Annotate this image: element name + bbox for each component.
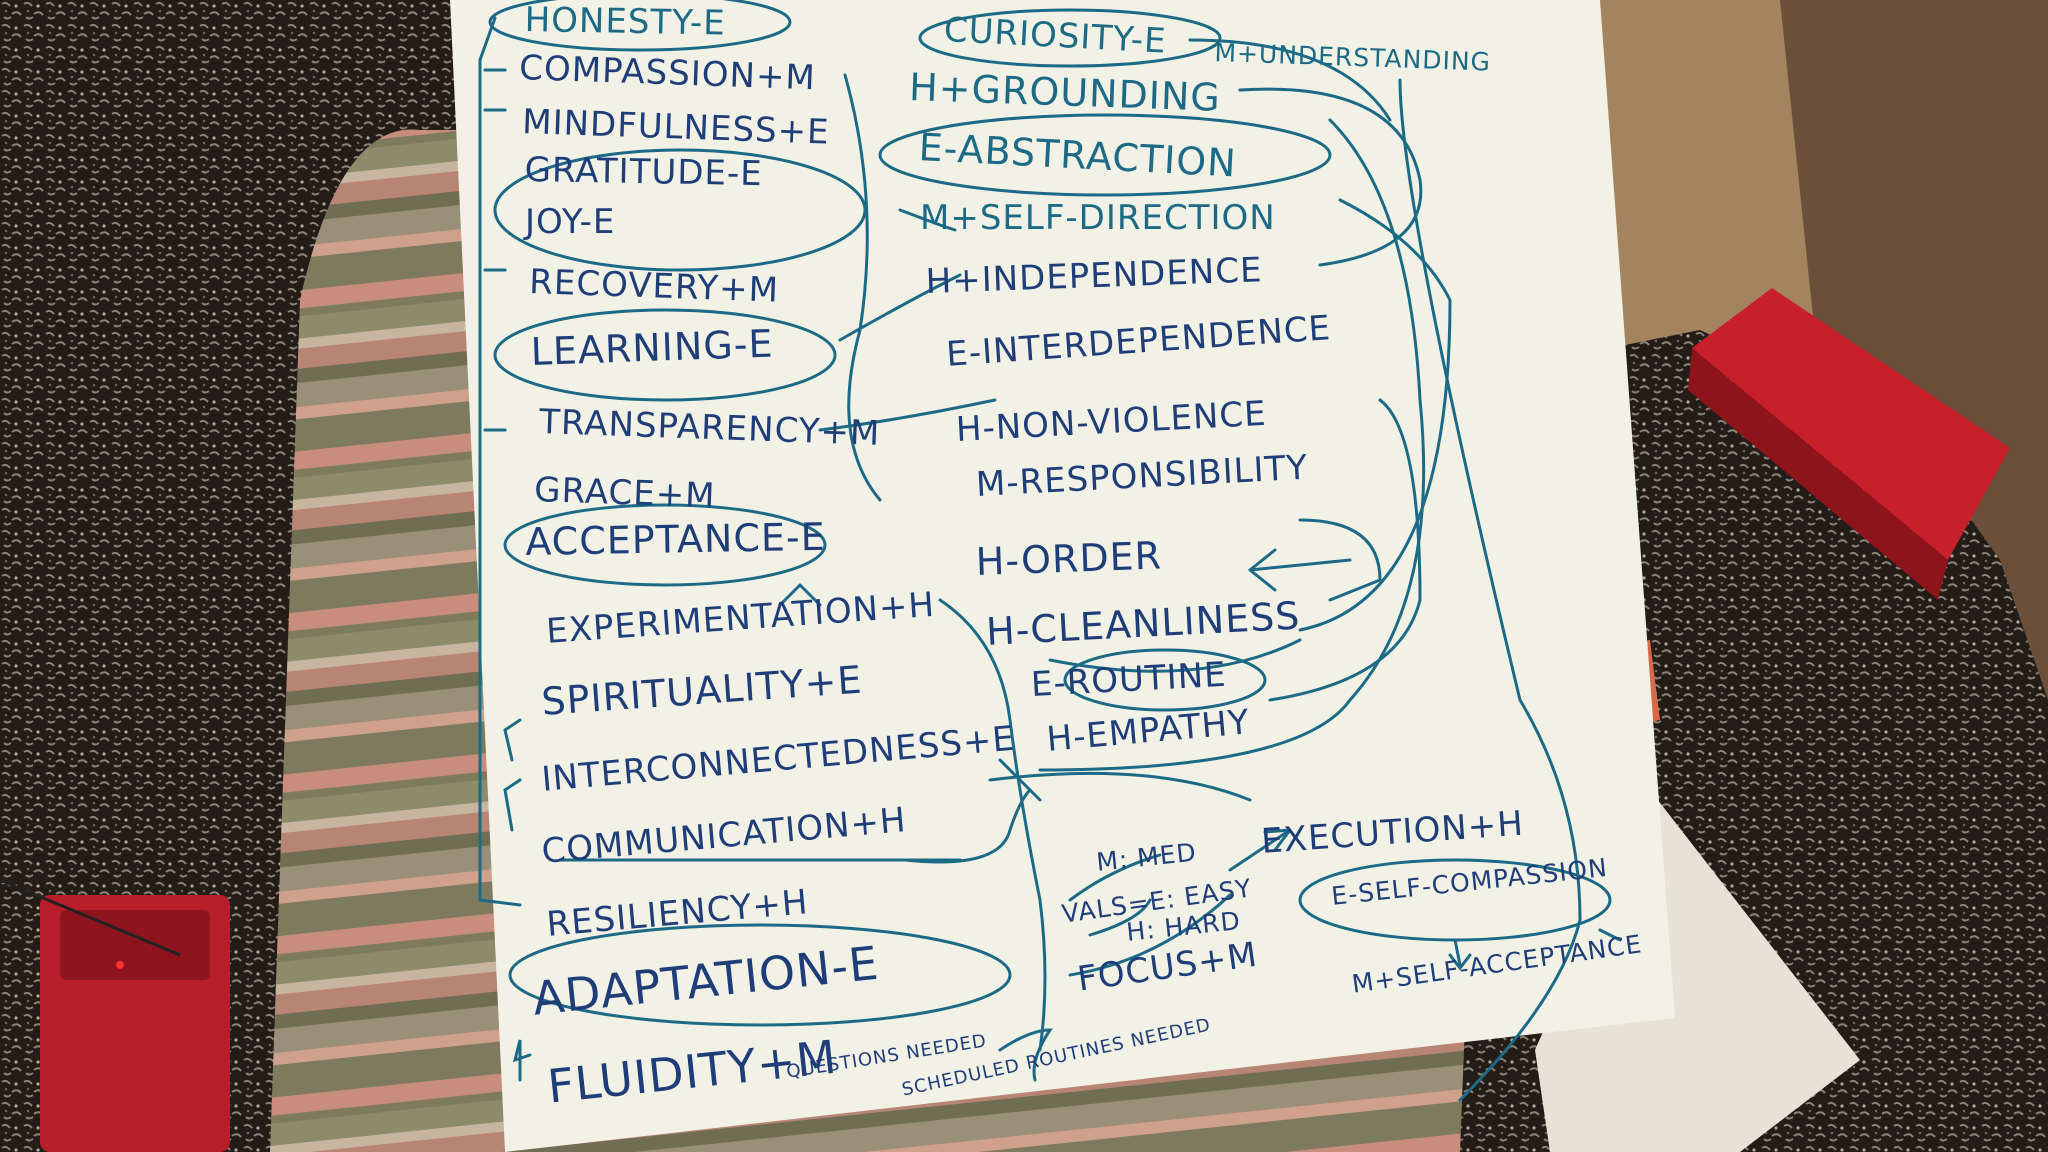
value-label: M+SELF-DIRECTION	[920, 198, 1276, 238]
value-label: GRATITUDE-E	[524, 150, 764, 195]
red-device-left	[0, 878, 230, 1152]
value-label: LEARNING-E	[530, 321, 775, 374]
value-label: JOY-E	[525, 202, 616, 242]
value-label: HONESTY-E	[524, 0, 727, 44]
value-label: ACCEPTANCE-E	[525, 514, 826, 564]
ink-connectors	[478, 0, 1622, 1102]
red-box-right	[1688, 288, 2010, 600]
value-label: GRACE+M	[533, 470, 717, 517]
poster-paper	[450, 0, 1675, 1152]
value-label: H-ORDER	[975, 533, 1163, 584]
